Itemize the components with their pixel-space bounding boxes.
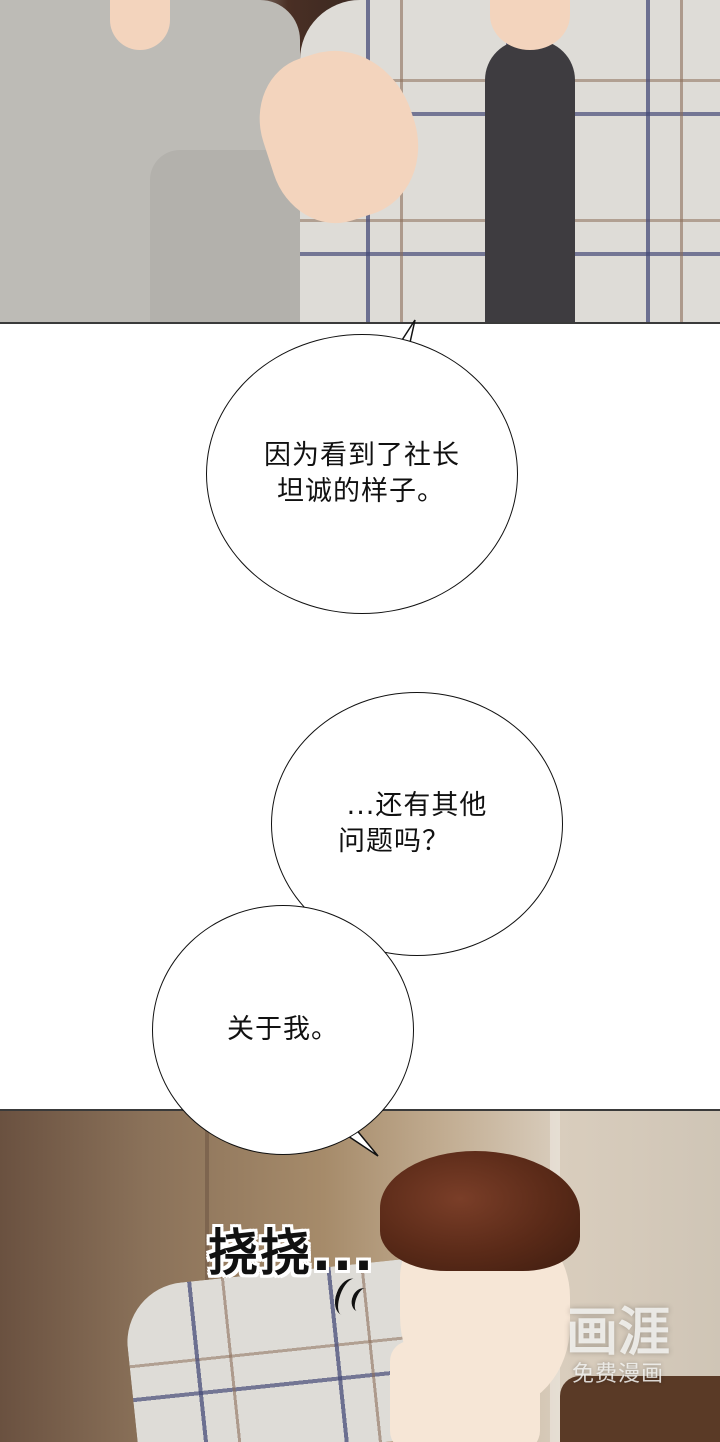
comic-panel-hands	[0, 0, 720, 324]
neck-left	[110, 0, 170, 50]
watermark: 画涯 免费漫画	[566, 1305, 670, 1389]
bubble-2-line-1: ...还有其他	[346, 790, 488, 821]
comic-panel-man-scratching	[0, 1109, 720, 1442]
bubble-2-line-2: 问题吗？	[338, 826, 450, 857]
sfx-scratch: 挠挠...	[208, 1224, 375, 1282]
man-neck	[390, 1341, 540, 1442]
speech-bubble-3: 关于我。	[152, 905, 414, 1155]
sofa-back	[560, 1376, 720, 1442]
bubble-1-line-1: 因为看到了社长	[264, 440, 460, 471]
bubble-3-line-1: 关于我。	[227, 1014, 339, 1045]
speech-bubble-1: 因为看到了社长 坦诚的样子。	[206, 334, 518, 614]
watermark-title: 画涯	[566, 1303, 671, 1363]
dark-tshirt	[485, 40, 575, 322]
watermark-subtitle: 免费漫画	[572, 1362, 665, 1387]
man-hair	[380, 1151, 580, 1271]
wall-edge	[205, 1111, 209, 1442]
bubble-1-line-2: 坦诚的样子。	[277, 476, 445, 507]
